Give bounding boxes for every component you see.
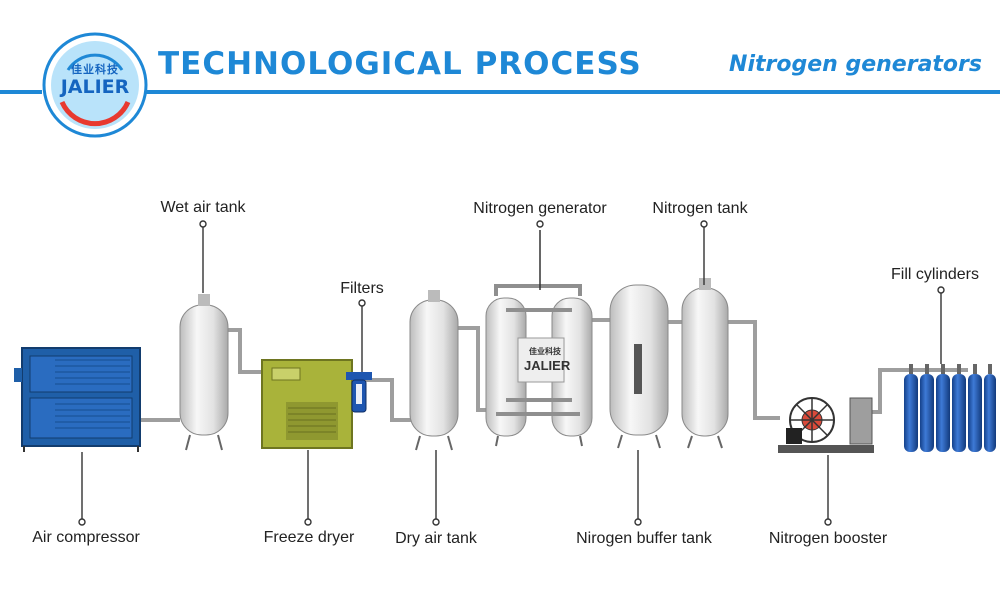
dry-air-tank bbox=[409, 290, 459, 451]
freeze-dryer bbox=[261, 359, 353, 449]
air-compressor bbox=[14, 347, 141, 452]
header: 佳业科技 JALIER TECHNOLOGICAL PROCESS Nitrog… bbox=[0, 0, 1000, 140]
label-filters: Filters bbox=[340, 280, 384, 297]
nitrogen-tank bbox=[681, 278, 729, 449]
fill-cylinders bbox=[904, 364, 996, 452]
pipes bbox=[140, 318, 968, 422]
logo-chinese-text: 佳业科技 bbox=[71, 64, 119, 76]
nitrogen-booster bbox=[778, 397, 874, 453]
label-air-compressor: Air compressor bbox=[32, 529, 140, 546]
page-title: TECHNOLOGICAL PROCESS bbox=[158, 46, 642, 82]
leader-lines bbox=[78, 220, 945, 526]
label-wet-air-tank: Wet air tank bbox=[160, 199, 246, 216]
label-nirogen-buffer-tank: Nirogen buffer tank bbox=[576, 530, 712, 547]
label-nitrogen-generator: Nitrogen generator bbox=[473, 200, 607, 217]
header-rule bbox=[140, 90, 1000, 94]
nitrogen-generator bbox=[485, 230, 593, 447]
header-rule-left bbox=[0, 90, 42, 94]
label-fill-cylinders: Fill cylinders bbox=[890, 266, 980, 283]
wet-air-tank bbox=[179, 294, 229, 451]
label-freeze-dryer: Freeze dryer bbox=[263, 529, 355, 546]
generator-panel-cn: 佳业科技 bbox=[529, 347, 561, 356]
page-subtitle: Nitrogen generators bbox=[729, 52, 982, 77]
jalier-logo-icon bbox=[42, 32, 148, 138]
logo-text: JALIER bbox=[60, 76, 130, 98]
nirogen-buffer-tank bbox=[609, 284, 669, 449]
label-nitrogen-booster: Nitrogen booster bbox=[768, 530, 888, 547]
label-dry-air-tank: Dry air tank bbox=[395, 530, 477, 547]
label-nitrogen-tank: Nitrogen tank bbox=[652, 200, 748, 217]
filters bbox=[346, 372, 372, 413]
generator-panel-logo: JALIER bbox=[524, 358, 571, 373]
